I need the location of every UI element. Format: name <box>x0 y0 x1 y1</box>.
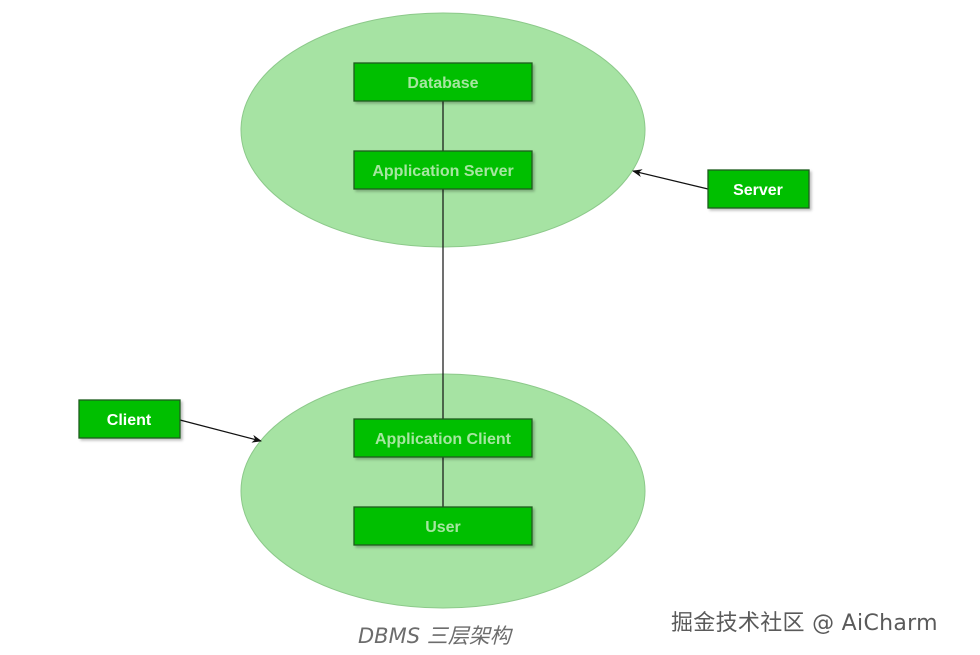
client-tier-label-text: Client <box>107 412 152 429</box>
watermark: 掘金技术社区 @ AiCharm <box>671 611 938 636</box>
server-tier-label-text: Server <box>733 182 783 199</box>
node-application-server-label: Application Server <box>372 163 513 180</box>
server-arrow <box>632 169 709 190</box>
node-application-client-label: Application Client <box>375 431 512 448</box>
client-arrow <box>179 419 262 443</box>
node-user-label: User <box>425 519 461 536</box>
server-tier-label: Server <box>707 169 810 209</box>
node-application-server: Application Server <box>353 150 533 190</box>
client-tier-label: Client <box>78 399 181 439</box>
node-database-label: Database <box>407 75 478 92</box>
node-database: Database <box>353 62 533 102</box>
node-user: User <box>353 506 533 546</box>
figure-caption: DBMS 三层架构 <box>358 624 511 648</box>
node-application-client: Application Client <box>353 418 533 458</box>
